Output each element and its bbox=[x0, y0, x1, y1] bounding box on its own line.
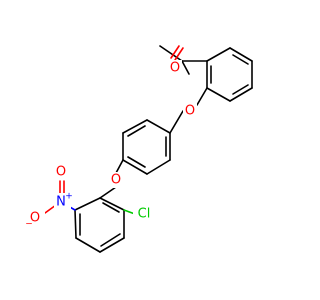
carbonyl-double-1 bbox=[174, 47, 184, 61]
ring3-bond bbox=[74, 209, 77, 239]
ether-oxygen-middle-bg bbox=[109, 172, 123, 188]
ring3-bond bbox=[75, 237, 101, 253]
carbonyl-oxygen-bg bbox=[168, 60, 182, 76]
benzyl-ch2-bond bbox=[169, 110, 184, 134]
nitro-oxygen-single-charge: − bbox=[25, 220, 33, 230]
acetyl-methyl-bond bbox=[159, 45, 183, 62]
chlorine-label: Cl bbox=[138, 207, 151, 222]
carbonyl-oxygen-label: O bbox=[170, 61, 180, 76]
ether-middle-bond bbox=[115, 159, 124, 174]
aryl-oxygen-bond bbox=[99, 186, 117, 199]
ring1-inner-bond bbox=[232, 84, 249, 95]
ring3-bond bbox=[74, 197, 101, 211]
ether-oxygen-top-label: O bbox=[185, 104, 195, 119]
structure-diagram: O O O N + O O − Cl bbox=[25, 45, 253, 253]
nitro-oxygen-double-label: O bbox=[56, 165, 66, 180]
ring2-bond bbox=[122, 159, 148, 175]
ring1-bond bbox=[229, 87, 253, 102]
atom-label-layer: O O O N + O O − Cl bbox=[25, 60, 197, 230]
carbonyl-bond bbox=[181, 60, 190, 75]
ring1-bond bbox=[229, 47, 253, 62]
ether-oxygen-middle-label: O bbox=[111, 173, 121, 188]
ring2-bond bbox=[146, 159, 171, 175]
nitro-oxygen-double-bg bbox=[54, 164, 68, 180]
ring2-bond bbox=[146, 119, 171, 134]
ether-top-bond bbox=[196, 87, 208, 106]
ring3-bond bbox=[99, 197, 125, 211]
ring2-bond bbox=[122, 119, 148, 134]
ring1-inner-bond bbox=[232, 54, 249, 65]
ring3-bond bbox=[99, 237, 125, 253]
ether-oxygen-top-bg bbox=[183, 103, 197, 119]
ring1-bond bbox=[206, 47, 231, 62]
carbonyl-double-2 bbox=[170, 45, 180, 59]
ring3-inner-bond bbox=[100, 233, 121, 247]
nitro-nitrogen-bg bbox=[54, 193, 71, 211]
chlorine-bg bbox=[133, 206, 155, 222]
nitro-nitrogen-charge: + bbox=[65, 192, 73, 202]
ring3-inner-bond bbox=[102, 202, 120, 213]
molecule-canvas: O O O N + O O − Cl bbox=[25, 45, 253, 253]
ring2-inner-bond bbox=[127, 156, 146, 168]
nitro-oxygen-single-bg bbox=[27, 209, 45, 225]
nitro-oxygen-single-label: O bbox=[30, 211, 40, 226]
ring1-bond bbox=[206, 87, 231, 102]
nitro-nitrogen-label: N bbox=[56, 195, 66, 210]
ring2-inner-bond bbox=[127, 125, 146, 137]
